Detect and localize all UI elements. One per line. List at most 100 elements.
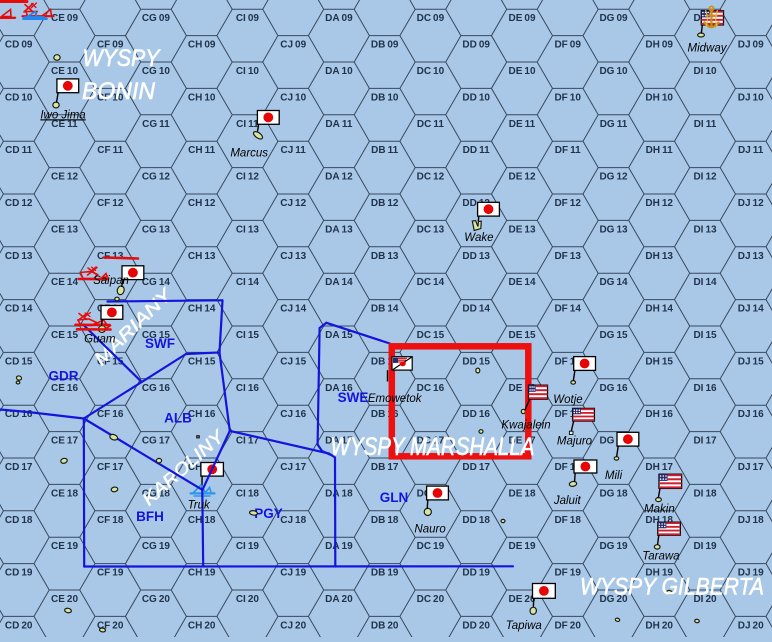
svg-text:CG 13: CG 13 (142, 224, 171, 235)
svg-text:DA 20: DA 20 (325, 594, 353, 605)
svg-text:DC 20: DC 20 (417, 594, 445, 605)
svg-text:DE 17: DE 17 (508, 436, 535, 447)
svg-text:CI 13: CI 13 (236, 224, 260, 235)
svg-text:DI 16: DI 16 (693, 383, 717, 394)
svg-text:DI 18: DI 18 (693, 488, 717, 499)
svg-text:SWE: SWE (338, 390, 369, 405)
svg-text:DE 18: DE 18 (508, 488, 535, 499)
svg-text:DH 15: DH 15 (645, 356, 673, 367)
svg-text:DF 12: DF 12 (554, 198, 581, 209)
svg-text:CE 19: CE 19 (51, 541, 78, 552)
svg-text:Emowetok: Emowetok (368, 393, 423, 405)
svg-text:CD 16: CD 16 (5, 409, 33, 420)
svg-text:CJ 10: CJ 10 (280, 92, 306, 103)
svg-text:Kwajalein: Kwajalein (501, 420, 550, 432)
svg-text:DJ 13: DJ 13 (738, 251, 764, 262)
svg-text:CF 20: CF 20 (97, 620, 124, 631)
svg-text:DH 10: DH 10 (645, 92, 673, 103)
svg-text:DH 19: DH 19 (645, 568, 673, 579)
svg-text:DJ 12: DJ 12 (738, 198, 764, 209)
svg-text:ALB: ALB (164, 411, 192, 426)
svg-text:CD 20: CD 20 (5, 620, 33, 631)
svg-text:GLN: GLN (380, 490, 409, 505)
svg-text:CG 16: CG 16 (142, 383, 171, 394)
svg-text:DC 12: DC 12 (417, 172, 445, 183)
svg-text:CF 13: CF 13 (97, 251, 124, 262)
svg-text:CE 12: CE 12 (51, 172, 78, 183)
svg-text:CE 14: CE 14 (51, 277, 78, 288)
svg-text:DG 15: DG 15 (599, 330, 628, 341)
svg-text:CF 12: CF 12 (97, 198, 124, 209)
svg-text:DB 10: DB 10 (371, 92, 399, 103)
svg-text:DI 19: DI 19 (693, 541, 717, 552)
svg-text:DA 18: DA 18 (325, 488, 353, 499)
svg-text:DD 17: DD 17 (462, 462, 490, 473)
svg-text:CI 12: CI 12 (236, 172, 260, 183)
svg-text:GDR: GDR (49, 369, 79, 384)
svg-text:DI 14: DI 14 (693, 277, 717, 288)
svg-text:DJ 20: DJ 20 (738, 620, 764, 631)
svg-text:DA 15: DA 15 (325, 330, 353, 341)
svg-text:CF 09: CF 09 (97, 40, 124, 51)
svg-text:DA 13: DA 13 (325, 224, 353, 235)
svg-text:DF 15: DF 15 (554, 356, 581, 367)
svg-text:BFH: BFH (136, 509, 164, 524)
svg-text:DF 19: DF 19 (554, 568, 581, 579)
svg-text:DI 13: DI 13 (693, 224, 717, 235)
svg-text:DD 18: DD 18 (462, 515, 490, 526)
svg-text:DB 18: DB 18 (371, 515, 399, 526)
svg-text:DF 14: DF 14 (554, 304, 581, 315)
svg-text:DC 11: DC 11 (417, 119, 444, 130)
svg-text:CI 10: CI 10 (236, 66, 260, 77)
svg-text:CI 17: CI 17 (236, 436, 260, 447)
svg-text:DC 16: DC 16 (417, 383, 445, 394)
svg-text:DH 14: DH 14 (645, 304, 673, 315)
svg-text:DI 17: DI 17 (693, 436, 717, 447)
svg-text:DF 17: DF 17 (554, 462, 581, 473)
svg-text:DJ 09: DJ 09 (738, 40, 764, 51)
svg-text:CD 14: CD 14 (5, 304, 33, 315)
svg-text:DG 16: DG 16 (599, 383, 628, 394)
svg-text:DD 14: DD 14 (462, 304, 490, 315)
svg-text:CE 11: CE 11 (51, 119, 78, 130)
svg-text:DE 12: DE 12 (508, 172, 535, 183)
svg-text:DD 20: DD 20 (462, 620, 490, 631)
svg-text:DG 14: DG 14 (599, 277, 628, 288)
svg-text:DJ 11: DJ 11 (738, 145, 764, 156)
svg-text:DE 15: DE 15 (508, 330, 535, 341)
svg-text:CJ 19: CJ 19 (280, 568, 306, 579)
svg-text:CJ 20: CJ 20 (280, 620, 306, 631)
svg-text:DI 15: DI 15 (693, 330, 717, 341)
svg-text:CF 10: CF 10 (97, 92, 124, 103)
svg-text:CF 16: CF 16 (97, 409, 124, 420)
svg-text:DE 19: DE 19 (508, 541, 535, 552)
svg-text:Midway: Midway (688, 43, 728, 55)
svg-text:DG 13: DG 13 (599, 224, 628, 235)
svg-text:PGY: PGY (254, 506, 283, 521)
svg-text:DJ 17: DJ 17 (738, 462, 764, 473)
svg-text:CI 16: CI 16 (236, 383, 260, 394)
svg-text:DE 11: DE 11 (509, 119, 536, 130)
svg-text:CG 17: CG 17 (142, 436, 171, 447)
svg-text:DE 14: DE 14 (508, 277, 535, 288)
svg-text:CH 10: CH 10 (188, 92, 216, 103)
svg-text:DC 14: DC 14 (417, 277, 445, 288)
svg-text:CI 15: CI 15 (236, 330, 260, 341)
svg-text:CJ 15: CJ 15 (280, 356, 306, 367)
svg-text:DD 09: DD 09 (462, 40, 490, 51)
svg-text:DB 11: DB 11 (371, 145, 398, 156)
svg-text:DD 19: DD 19 (462, 568, 490, 579)
svg-text:DB 19: DB 19 (371, 568, 399, 579)
svg-text:DJ 15: DJ 15 (738, 356, 764, 367)
svg-text:DH 11: DH 11 (646, 145, 673, 156)
svg-text:CH 16: CH 16 (188, 409, 216, 420)
svg-text:CD 09: CD 09 (5, 40, 33, 51)
svg-text:DI 20: DI 20 (693, 594, 717, 605)
svg-text:DC 09: DC 09 (417, 13, 445, 24)
svg-text:DA 09: DA 09 (325, 13, 353, 24)
svg-text:DA 16: DA 16 (325, 383, 353, 394)
svg-text:DC 15: DC 15 (417, 330, 445, 341)
svg-text:Mili: Mili (605, 470, 623, 482)
svg-text:DE 13: DE 13 (508, 224, 535, 235)
svg-text:DJ 18: DJ 18 (738, 515, 764, 526)
